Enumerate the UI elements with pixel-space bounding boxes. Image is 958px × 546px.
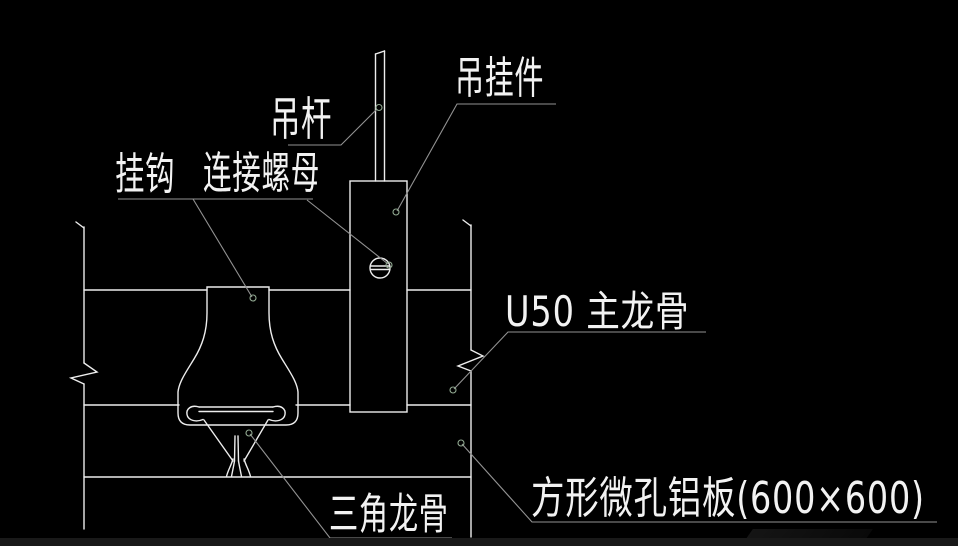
hook-profile — [177, 286, 299, 426]
label-hanger-rod: 吊杆 — [270, 92, 333, 146]
leader-dot-hook — [249, 294, 257, 302]
leader-hanger-rod — [288, 103, 383, 146]
leader-hook-and-nut — [118, 198, 393, 302]
hanger-rod — [374, 50, 386, 182]
break-symbol-left — [68, 362, 99, 385]
label-main-runner: U50 主龙骨 — [505, 287, 690, 336]
bottom-strip — [0, 538, 958, 546]
main-runner-lines — [83, 289, 472, 406]
hanging-part-bracket — [349, 180, 408, 413]
leader-main-runner — [449, 331, 706, 394]
label-triangle-runner: 三角龙骨 — [329, 490, 449, 540]
leader-dot-aluminum-panel — [457, 439, 465, 447]
leader-dot-hanger-rod — [375, 103, 383, 112]
label-connecting-nut: 连接螺母 — [203, 148, 320, 199]
leader-dot-hanging-part — [392, 208, 400, 216]
leader-dot-nut — [385, 261, 393, 269]
connecting-nut-symbol — [369, 257, 391, 279]
leader-dot-triangle-runner — [245, 429, 253, 437]
leader-dot-main-runner — [449, 386, 457, 394]
leader-aluminum-panel — [457, 439, 937, 523]
break-symbol-right — [456, 349, 485, 372]
triangle-keel — [186, 405, 286, 478]
label-aluminum-panel: 方形微孔铝板(600×600) — [531, 473, 925, 524]
left-boundary-line — [75, 221, 85, 530]
leader-hanging-part — [392, 103, 556, 216]
label-hook: 挂钩 — [115, 149, 176, 200]
label-hanging-part: 吊挂件 — [455, 53, 545, 104]
